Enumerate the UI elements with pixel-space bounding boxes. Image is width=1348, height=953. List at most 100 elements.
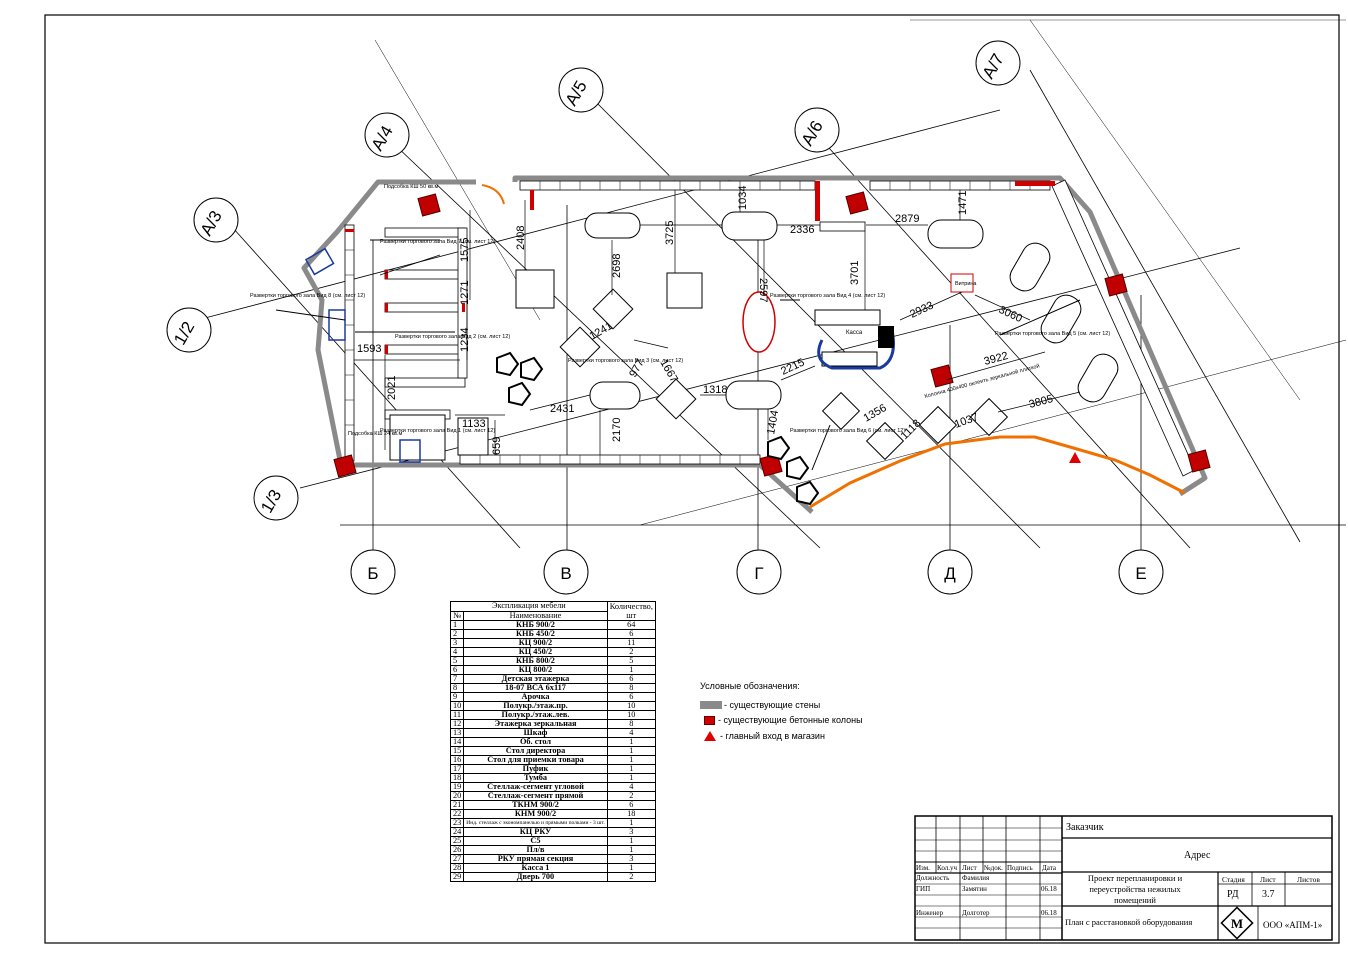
spec-row-qty: 1 (606, 737, 656, 747)
spec-row-qty: 1 (606, 746, 656, 756)
tb-company: ООО «АПМ-1» (1263, 920, 1323, 930)
spec-row-name: Дверь 700 (463, 872, 608, 882)
tb-header-izm: Изм. (916, 864, 930, 872)
note-vid1: Развертки торгового зала Вид 1 (см. лист… (380, 428, 495, 434)
main-entry-marker (1069, 452, 1081, 463)
spec-row-qty: 64 (606, 620, 656, 630)
tb-name-2: Замятин (962, 885, 987, 893)
spec-row-number: 15 (449, 746, 465, 756)
spec-row-qty: 10 (606, 701, 656, 711)
tb-project: Проект перепланировки и переустройства н… (1087, 873, 1183, 905)
axis-label-v: В (560, 564, 571, 583)
dim-2698: 2698 (611, 254, 623, 278)
spec-row-number: 8 (449, 683, 465, 693)
round-stand-clusters (496, 351, 820, 506)
spec-row-number: 16 (449, 755, 465, 765)
spec-row-qty: 11 (606, 638, 656, 648)
dim-3922: 3922 (983, 350, 1010, 368)
tb-sheet-no: 3.7 (1262, 889, 1275, 900)
legend-walls-label: - существующие стены (724, 700, 821, 710)
spec-row-qty: 2 (606, 791, 656, 801)
spec-row-qty: 1 (606, 764, 656, 774)
spec-row-name: Детская этажерка (463, 674, 608, 684)
spec-header-no: № (449, 610, 465, 621)
spec-row-name: Стеллаж-сегмент прямой (463, 791, 608, 801)
spec-row-number: 9 (449, 692, 465, 702)
dim-1318: 1318 (703, 384, 727, 396)
spec-row-name: КНБ 450/2 (463, 629, 608, 639)
dim-1133: 1133 (462, 418, 486, 430)
spec-row-number: 4 (449, 647, 465, 657)
spec-row-qty: 1 (606, 773, 656, 783)
spec-row-number: 2 (449, 629, 465, 639)
tb-date-2: 06.18 (1041, 885, 1057, 893)
tb-role-2: ГИП (916, 885, 931, 893)
spec-row-number: 24 (449, 827, 465, 837)
furniture-spec-table: Экспликация мебели Количество, шт № Наим… (449, 601, 656, 882)
tb-sheet-name: План с расстановкой оборудования (1065, 917, 1193, 927)
spec-row-qty: 1 (606, 836, 656, 846)
dim-1234: 1234 (459, 328, 471, 352)
dim-2933: 2933 (908, 299, 935, 320)
dim-1575: 1575 (459, 238, 471, 262)
axis-label-b: Б (367, 564, 378, 583)
tb-address: Адрес (1184, 850, 1211, 861)
spec-row-qty: 1 (606, 845, 656, 855)
spec-row-number: 27 (449, 854, 465, 864)
dim-2215: 2215 (779, 356, 806, 377)
dim-1356: 1356 (862, 402, 889, 425)
tb-date-3: 06.18 (1041, 909, 1057, 917)
spec-row-name: Арочка (463, 692, 608, 702)
note-vid6: Развертки торгового зала Вид 6 (см. лист… (790, 428, 905, 434)
spec-row-name: Инд. стеллаж с экономпанелью и прямыми п… (463, 818, 608, 828)
spec-row-number: 13 (449, 728, 465, 738)
dim-3805: 3805 (1028, 393, 1055, 411)
spec-row-qty: 8 (606, 719, 656, 729)
spec-row-qty: 1 (606, 665, 656, 675)
spec-row-name: Об. стол (463, 737, 608, 747)
title-block-lines (914, 815, 1333, 941)
axis-label-d: Д (944, 564, 956, 583)
dim-2170: 2170 (611, 418, 623, 442)
spec-row-qty: 3 (606, 854, 656, 864)
tb-stage: РД (1227, 889, 1239, 900)
spec-row-number: 26 (449, 845, 465, 855)
glass-facade (809, 435, 1186, 509)
spec-row-qty: 4 (606, 782, 656, 792)
spec-row-number: 18 (449, 773, 465, 783)
note-vid4: Развертки торгового зала Вид 4 (см. лист… (770, 293, 885, 299)
spec-row-qty: 4 (606, 728, 656, 738)
tb-header-list: Лист (962, 864, 977, 872)
title-block: Изм. Кол.уч Лист №док. Подпись Дата Долж… (915, 816, 1332, 940)
spec-row-number: 14 (449, 737, 465, 747)
company-logo-letter: М (1231, 916, 1243, 931)
spec-row-number: 10 (449, 701, 465, 711)
dim-1037: 1037 (953, 411, 980, 431)
spec-row-qty: 6 (606, 692, 656, 702)
legend-columns-label: - существующие бетонные колоны (718, 715, 863, 725)
legend-item-columns: - существующие бетонные колоны (700, 715, 863, 725)
spec-row-number: 11 (449, 710, 465, 720)
note-vid3: Развертки торгового зала Вид 3 (см. лист… (568, 358, 683, 364)
spec-row-number: 1 (449, 620, 465, 630)
legend-item-entry: - главный вход в магазин (700, 731, 825, 741)
spec-row-qty: 18 (606, 809, 656, 819)
spec-row-qty: 5 (606, 656, 656, 666)
spec-row-number: 12 (449, 719, 465, 729)
leader-arrows (275, 239, 1081, 471)
